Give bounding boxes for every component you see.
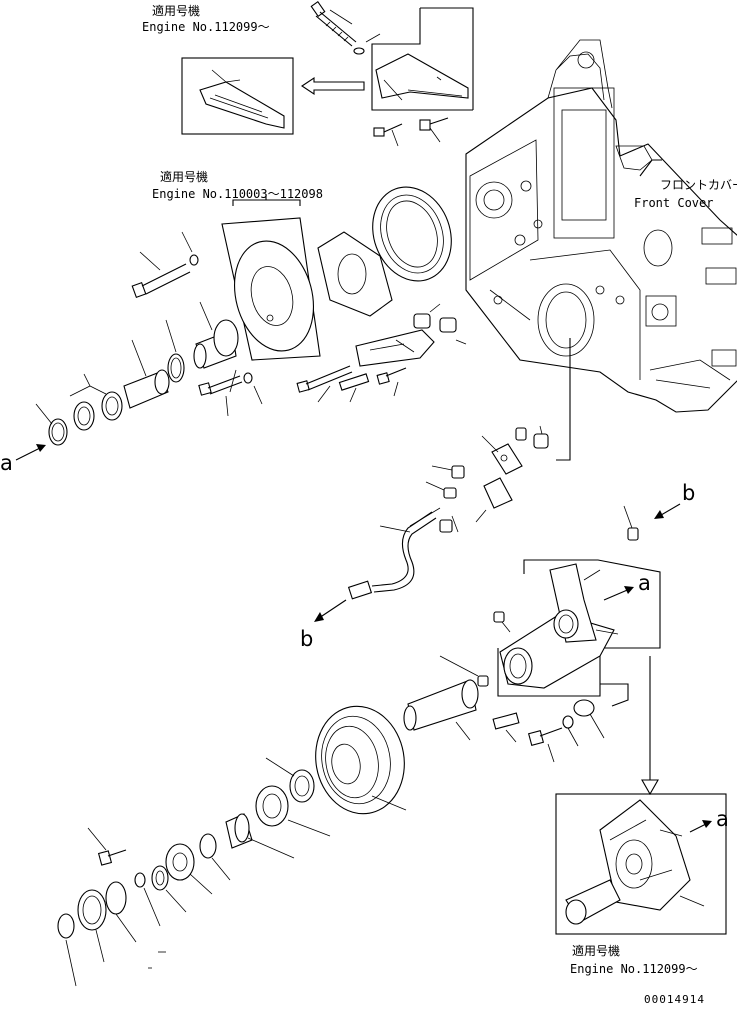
- drawing-number: 00014914: [644, 993, 705, 1006]
- ref-b-left: b: [300, 627, 314, 651]
- tensioner-bracket: [296, 303, 467, 403]
- mid-bracket: [221, 186, 452, 361]
- top-note-ja: 適用号機: [152, 4, 201, 18]
- front-cover-label-en: Front Cover: [634, 196, 714, 210]
- bottom-note-engine: Engine No.112099～: [570, 962, 698, 976]
- middle-note-ja: 適用号機: [160, 170, 209, 184]
- front-cover-label-ja: フロントカバー: [660, 178, 737, 192]
- top-inset: [181, 7, 474, 135]
- lower-pulley-group: [57, 655, 605, 987]
- ref-a-inset: a: [716, 807, 729, 831]
- top-note-engine: Engine No.112099～: [142, 20, 270, 34]
- bottom-inset: [555, 656, 727, 935]
- oil-pipe-assembly: [314, 425, 549, 622]
- ref-b-right: b: [682, 481, 696, 505]
- bottom-note-ja: 適用号機: [572, 944, 621, 958]
- lower-bracket-box: [493, 503, 681, 697]
- middle-note-engine: Engine No.110003～112098: [152, 187, 323, 201]
- top-bolt: [310, 1, 449, 147]
- front-cover-housing: [465, 39, 737, 413]
- ref-a-bracket: a: [638, 571, 651, 595]
- mid-bolts: [198, 369, 263, 417]
- left-shaft-group: [15, 231, 239, 461]
- ref-a-left: a: [0, 451, 13, 475]
